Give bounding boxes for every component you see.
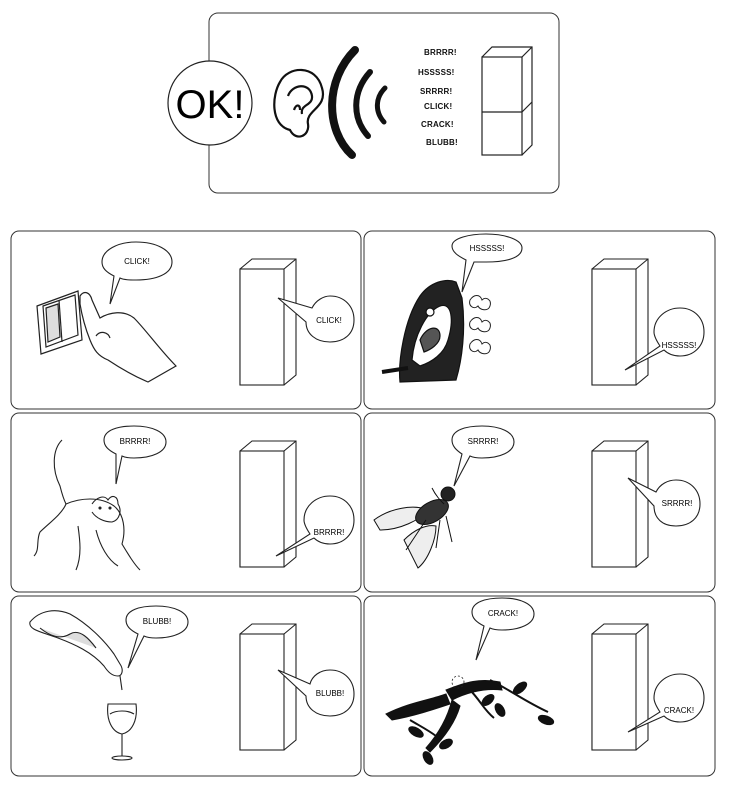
sound-word: CRACK!	[421, 120, 454, 129]
ear-icon	[273, 68, 325, 138]
speech-bubble	[471, 597, 535, 661]
fridge-sound-label: BLUBB!	[316, 689, 344, 698]
panel-light-switch: CLICK! CLICK!	[36, 241, 355, 386]
speech-bubble	[451, 233, 523, 293]
source-sound-label: BRRRR!	[120, 437, 151, 446]
fridge-icon	[591, 258, 649, 386]
source-sound-label: HSSSSS!	[470, 244, 505, 253]
speech-bubble	[627, 477, 701, 527]
crack-spark-icon	[451, 675, 465, 689]
iron-icon	[381, 279, 465, 383]
ok-label: OK!	[176, 83, 245, 127]
steam-icon	[469, 295, 491, 355]
ok-circle	[167, 60, 253, 146]
panel-branch: CRACK! CRACK!	[385, 597, 705, 765]
fly-icon	[373, 486, 456, 569]
wine-glass-icon	[107, 703, 137, 761]
fridge-sound-label: CLICK!	[316, 316, 342, 325]
panel-frame	[10, 412, 362, 593]
speech-bubble	[277, 669, 355, 717]
hand-icon	[79, 291, 177, 383]
source-sound-label: CRACK!	[488, 609, 518, 618]
fridge-sound-label: SRRRR!	[662, 499, 693, 508]
source-sound-label: CLICK!	[124, 257, 150, 266]
speech-bubble	[275, 495, 355, 557]
speech-bubble	[101, 241, 173, 305]
source-sound-label: BLUBB!	[143, 617, 171, 626]
fridge-sound-label: HSSSSS!	[662, 341, 697, 350]
sound-word: HSSSSS!	[418, 68, 455, 77]
speech-bubble	[624, 307, 705, 371]
sound-word: SRRRR!	[420, 87, 453, 96]
sound-word: CLICK!	[424, 102, 453, 111]
panel-wine-pour: BLUBB! BLUBB!	[29, 605, 355, 761]
fridge-sound-label: BRRRR!	[314, 528, 345, 537]
light-switch-icon	[36, 290, 83, 355]
fridge-icon	[481, 46, 533, 156]
panel-cat: BRRRR! BRRRR!	[33, 425, 355, 571]
header-graphics: OK!	[167, 12, 560, 194]
sound-waves-icon	[328, 46, 388, 159]
panel-fly: SRRRR! SRRRR!	[373, 425, 701, 569]
bottle-icon	[29, 610, 123, 691]
speech-bubble	[277, 295, 355, 343]
sound-word: BLUBB!	[426, 138, 458, 147]
fridge-icon	[239, 623, 297, 751]
fridge-sound-label: CRACK!	[664, 706, 694, 715]
panel-iron: HSSSSS! HSSSSS!	[381, 233, 705, 386]
speech-bubble	[627, 673, 705, 733]
fridge-icon	[591, 440, 649, 568]
speech-bubble	[451, 425, 515, 487]
source-sound-label: SRRRR!	[468, 437, 499, 446]
sound-word: BRRRR!	[424, 48, 457, 57]
fridge-icon	[591, 623, 649, 751]
fridge-icon	[239, 258, 297, 386]
cat-icon	[33, 439, 141, 571]
speech-bubble	[103, 425, 167, 485]
branch-icon	[385, 679, 555, 765]
speech-bubble	[125, 605, 189, 669]
